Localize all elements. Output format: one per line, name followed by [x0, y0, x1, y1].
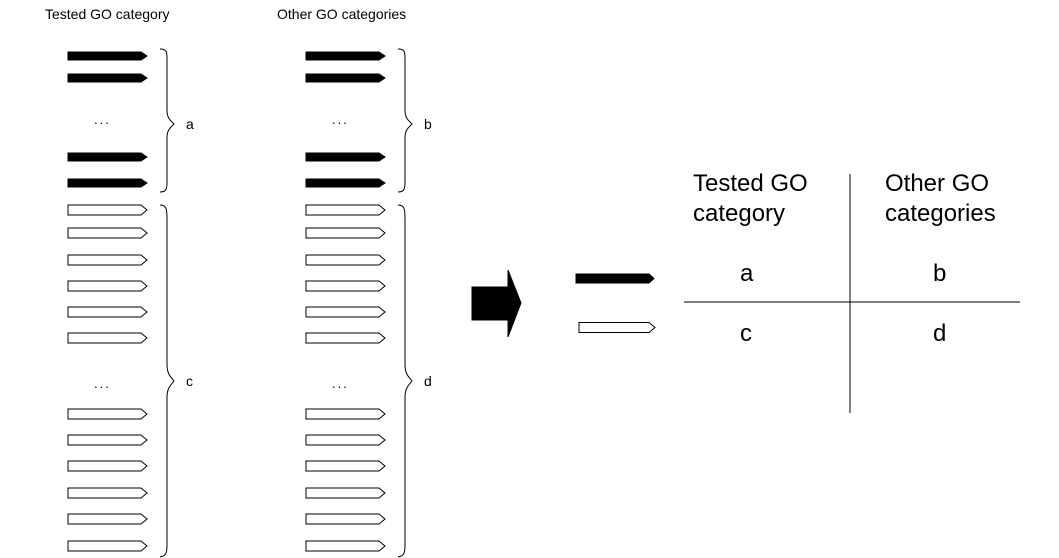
- other-go-gene-arrows: [305, 51, 386, 552]
- table-header-tested-line2: category: [693, 200, 785, 227]
- other-annotated-gene-arrow-icon: [305, 178, 386, 188]
- annotated-gene-arrow-icon: [575, 273, 655, 284]
- table-cell-a: a: [740, 260, 754, 287]
- other-unannotated-gene-arrow-icon: [305, 254, 386, 266]
- other-unannotated-gene-arrow-icon: [305, 513, 386, 525]
- tested-unannotated-gene-arrow-icon: [67, 280, 148, 292]
- other-unannotated-gene-arrow-icon: [305, 204, 386, 216]
- transition-arrow-icon: [471, 269, 522, 338]
- other-unannotated-gene-arrow-icon: [305, 332, 386, 344]
- other-unannotated-gene-arrow-icon: [305, 280, 386, 292]
- tested-annotated-gene-arrow-icon: [67, 178, 148, 188]
- table-header-other-line2: categories: [885, 200, 996, 227]
- brace-a: [159, 48, 175, 193]
- other-annotated-gene-arrow-icon: [305, 51, 386, 61]
- tested-unannotated-gene-arrow-icon: [67, 332, 148, 344]
- table-header-other-line1: Other GO: [885, 170, 989, 197]
- tested-unannotated-gene-arrow-icon: [67, 460, 148, 472]
- other-unannotated-gene-arrow-icon: [305, 540, 386, 552]
- tested-unannotated-gene-arrow-icon: [67, 434, 148, 446]
- tested-annotated-gene-arrow-icon: [67, 51, 148, 61]
- table-cell-b: b: [933, 260, 946, 287]
- tested-go-gene-arrows: [67, 51, 148, 552]
- other-unannotated-gene-arrow-icon: [305, 408, 386, 420]
- tested-unannotated-gene-arrow-icon: [67, 227, 148, 239]
- table-cell-d: d: [933, 320, 946, 347]
- brace-label-c: c: [186, 373, 193, 389]
- other-annotated-gene-arrow-icon: [305, 152, 386, 162]
- brace-c: [159, 204, 175, 558]
- right-unannotated-ellipsis: ...: [332, 376, 349, 391]
- left-annotated-ellipsis: ...: [94, 112, 111, 127]
- left-column-title: Tested GO category: [45, 6, 170, 22]
- table-cell-c: c: [740, 320, 752, 347]
- other-annotated-gene-arrow-icon: [305, 73, 386, 83]
- right-annotated-ellipsis: ...: [332, 112, 349, 127]
- left-unannotated-ellipsis: ...: [94, 376, 111, 391]
- unannotated-gene-arrow-icon: [578, 322, 656, 333]
- other-unannotated-gene-arrow-icon: [305, 227, 386, 239]
- other-unannotated-gene-arrow-icon: [305, 306, 386, 318]
- tested-annotated-gene-arrow-icon: [67, 152, 148, 162]
- tested-unannotated-gene-arrow-icon: [67, 204, 148, 216]
- brace-label-d: d: [424, 373, 432, 389]
- brace-b: [397, 48, 413, 193]
- tested-unannotated-gene-arrow-icon: [67, 408, 148, 420]
- other-unannotated-gene-arrow-icon: [305, 487, 386, 499]
- brace-label-b: b: [424, 116, 432, 132]
- tested-unannotated-gene-arrow-icon: [67, 487, 148, 499]
- tested-unannotated-gene-arrow-icon: [67, 306, 148, 318]
- right-column-title: Other GO categories: [277, 6, 406, 22]
- brace-label-a: a: [186, 116, 194, 132]
- tested-annotated-gene-arrow-icon: [67, 73, 148, 83]
- other-unannotated-gene-arrow-icon: [305, 460, 386, 472]
- table-header-tested-line1: Tested GO: [693, 170, 808, 197]
- tested-unannotated-gene-arrow-icon: [67, 540, 148, 552]
- brace-d: [397, 204, 413, 558]
- tested-unannotated-gene-arrow-icon: [67, 254, 148, 266]
- tested-unannotated-gene-arrow-icon: [67, 513, 148, 525]
- other-unannotated-gene-arrow-icon: [305, 434, 386, 446]
